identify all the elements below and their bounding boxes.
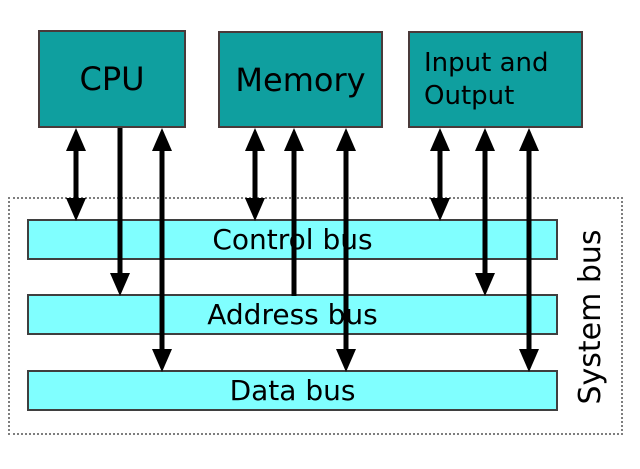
system-bus-boundary: [8, 197, 623, 435]
input-output-label-line1: Input and: [424, 47, 549, 78]
input-output-box: Input and Output: [408, 31, 583, 128]
control-bus-bar: Control bus: [27, 219, 558, 260]
arrowhead-up: [430, 128, 450, 151]
arrowhead-up: [66, 128, 86, 151]
arrowhead-up: [475, 128, 495, 151]
arrowhead-up: [519, 128, 539, 151]
data-bus-bar: Data bus: [27, 370, 558, 411]
address-bus-bar: Address bus: [27, 294, 558, 335]
data-bus-label: Data bus: [229, 374, 356, 407]
memory-box: Memory: [218, 31, 383, 128]
arrowhead-up: [245, 128, 265, 151]
input-output-label-line2: Output: [424, 80, 515, 111]
address-bus-label: Address bus: [207, 298, 378, 331]
arrowhead-up: [336, 128, 356, 151]
memory-label: Memory: [235, 60, 366, 99]
arrowhead-up: [152, 128, 172, 151]
control-bus-label: Control bus: [212, 223, 373, 256]
cpu-box: CPU: [38, 30, 186, 128]
system-bus-label: System bus: [573, 229, 608, 405]
cpu-label: CPU: [79, 60, 145, 98]
arrowhead-up: [284, 128, 304, 151]
